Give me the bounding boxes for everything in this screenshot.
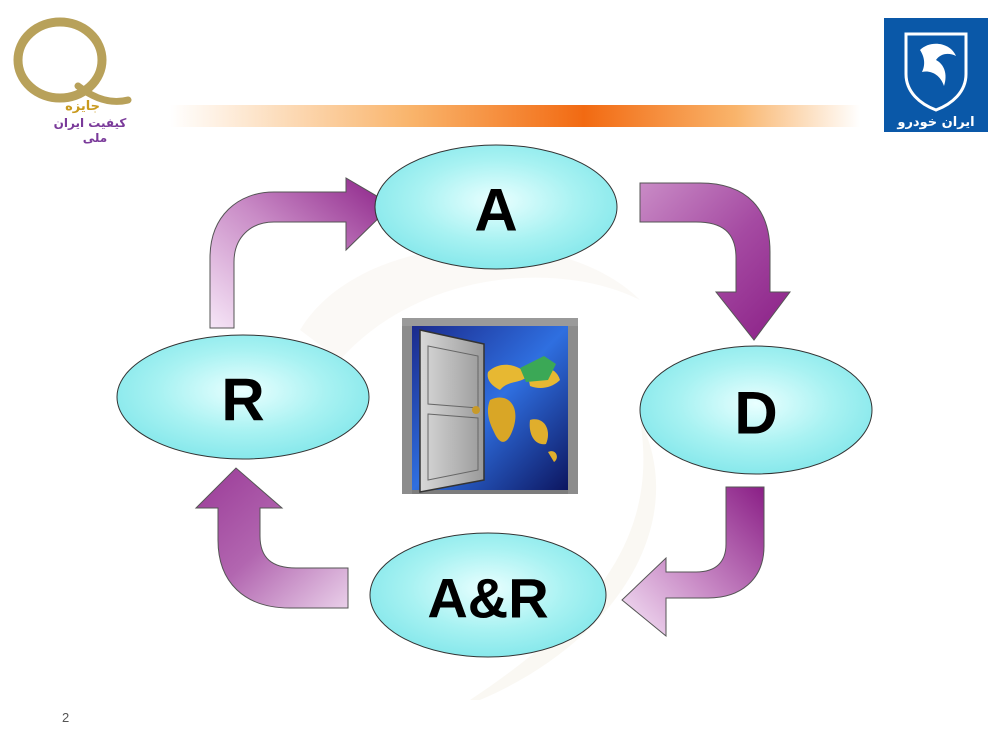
open-door-world-image xyxy=(402,318,578,494)
node-a: A xyxy=(374,144,618,270)
company-logo: ایران خودرو xyxy=(884,18,988,132)
node-r: R xyxy=(116,334,370,460)
arrow-ar-to-r xyxy=(194,467,349,609)
node-d: D xyxy=(639,345,873,475)
node-ar-label: A&R xyxy=(427,567,548,630)
arrow-a-to-d xyxy=(639,182,791,341)
node-ar: A&R xyxy=(369,532,607,658)
background-swirl xyxy=(300,246,657,700)
quality-award-logo: جایزه کیفیت ایران ملی xyxy=(13,17,132,145)
node-r-label: R xyxy=(221,367,264,434)
arrow-r-to-a xyxy=(209,177,393,329)
node-d-label: D xyxy=(734,380,777,447)
award-logo-line2: کیفیت ایران xyxy=(54,116,127,130)
arrow-d-to-ar xyxy=(621,486,765,638)
company-logo-name: ایران خودرو xyxy=(896,115,974,130)
cycle-arrows xyxy=(194,177,791,638)
award-logo-line3: ملی xyxy=(83,131,107,145)
award-logo-line1: جایزه xyxy=(65,99,100,114)
node-a-label: A xyxy=(474,177,517,244)
header-bar xyxy=(170,105,860,127)
page-number: 2 xyxy=(62,710,70,725)
